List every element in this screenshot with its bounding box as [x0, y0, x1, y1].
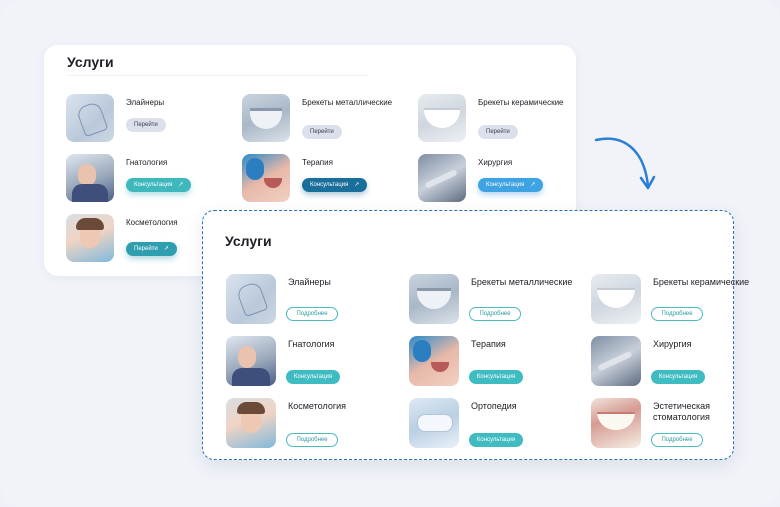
consultation-button[interactable]: Консультация [286, 370, 340, 384]
service-label: Косметология [288, 401, 347, 411]
aligners-image [66, 94, 114, 142]
service-label: Эстетическая стоматология [653, 401, 711, 422]
service-label: Терапия [471, 339, 506, 349]
details-button[interactable]: Подробнее [651, 307, 703, 321]
services-card-old: Услуги Элайнеры Перейти Брекеты металлич… [44, 45, 576, 276]
surgery-image [591, 336, 641, 386]
therapy-image [409, 336, 459, 386]
go-button[interactable]: Перейти [126, 118, 166, 132]
external-link-icon: ↗ [178, 182, 184, 188]
gnathology-image [226, 336, 276, 386]
consultation-button[interactable]: Консультация ↗ [478, 178, 544, 192]
orthopedics-image [409, 398, 459, 448]
button-label: Консультация [134, 182, 173, 188]
curved-arrow-icon [594, 137, 656, 190]
ceramic-braces-image [418, 94, 466, 142]
divider [67, 75, 367, 76]
details-button[interactable]: Подробнее [286, 307, 338, 321]
service-label: Брекеты керамические [653, 277, 750, 287]
service-label: Хирургия [653, 339, 692, 349]
metal-braces-image [242, 94, 290, 142]
consultation-button[interactable]: Консультация ↗ [126, 178, 192, 192]
aligners-image [226, 274, 276, 324]
service-label: Брекеты металлические [471, 277, 573, 287]
details-button[interactable]: Подробнее [469, 307, 521, 321]
services-card-new: Услуги Элайнеры Подробнее Брекеты металл… [202, 210, 749, 460]
external-link-icon: ↗ [530, 182, 536, 188]
button-label: Консультация [486, 182, 525, 188]
card-title: Услуги [67, 54, 114, 70]
go-button[interactable]: Перейти ↗ [126, 242, 177, 256]
card-title: Услуги [225, 233, 272, 249]
service-label: Терапия [302, 158, 333, 167]
external-link-icon: ↗ [354, 182, 360, 188]
go-button[interactable]: Перейти [302, 125, 342, 139]
cosmetology-image [66, 214, 114, 262]
consultation-button[interactable]: Консультация [469, 433, 523, 447]
details-button[interactable]: Подробнее [651, 433, 703, 447]
gnathology-image [66, 154, 114, 202]
surgery-image [418, 154, 466, 202]
button-label: Консультация [310, 182, 349, 188]
button-label: Перейти [134, 246, 158, 252]
service-label: Элайнеры [288, 277, 331, 287]
therapy-image [242, 154, 290, 202]
consultation-button[interactable]: Консультация ↗ [302, 178, 368, 192]
service-label: Брекеты металлические [302, 98, 393, 107]
go-button[interactable]: Перейти [478, 125, 518, 139]
consultation-button[interactable]: Консультация [469, 370, 523, 384]
service-label: Гнатология [126, 158, 168, 167]
cosmetology-image [226, 398, 276, 448]
ceramic-braces-image [591, 274, 641, 324]
service-label: Хирургия [478, 158, 513, 167]
details-button[interactable]: Подробнее [286, 433, 338, 447]
consultation-button[interactable]: Консультация [651, 370, 705, 384]
esthetic-dentistry-image [591, 398, 641, 448]
metal-braces-image [409, 274, 459, 324]
service-label: Брекеты керамические [478, 98, 564, 107]
external-link-icon: ↗ [163, 246, 169, 252]
service-label: Элайнеры [126, 98, 165, 107]
service-label: Ортопедия [471, 401, 517, 411]
service-label: Гнатология [288, 339, 335, 349]
service-label: Косметология [126, 218, 178, 227]
